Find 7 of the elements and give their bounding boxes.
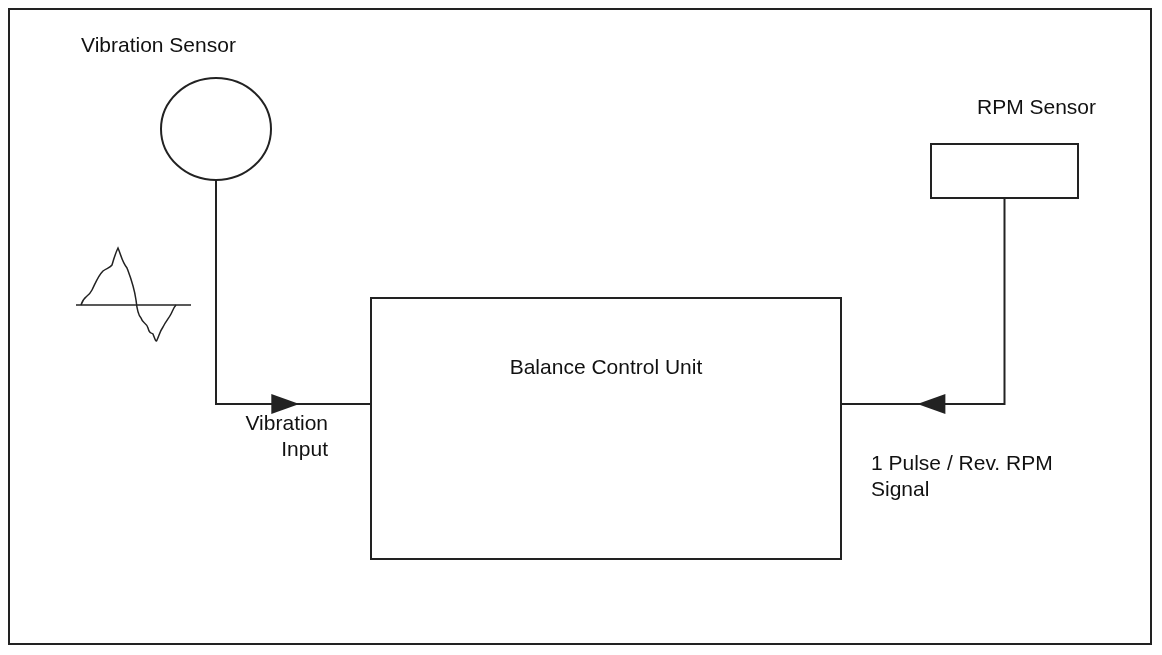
sensor-label: Vibration Sensor (81, 33, 236, 57)
edge-label: 1 Pulse / Rev. RPM Signal (871, 450, 1054, 502)
unit-title: Balance Control Unit (508, 355, 704, 379)
edge-label: Vibration Input (244, 410, 328, 462)
signal-arrow (841, 198, 1006, 414)
sensor-label: RPM Sensor (977, 95, 1097, 119)
signal-arrow (215, 180, 371, 414)
